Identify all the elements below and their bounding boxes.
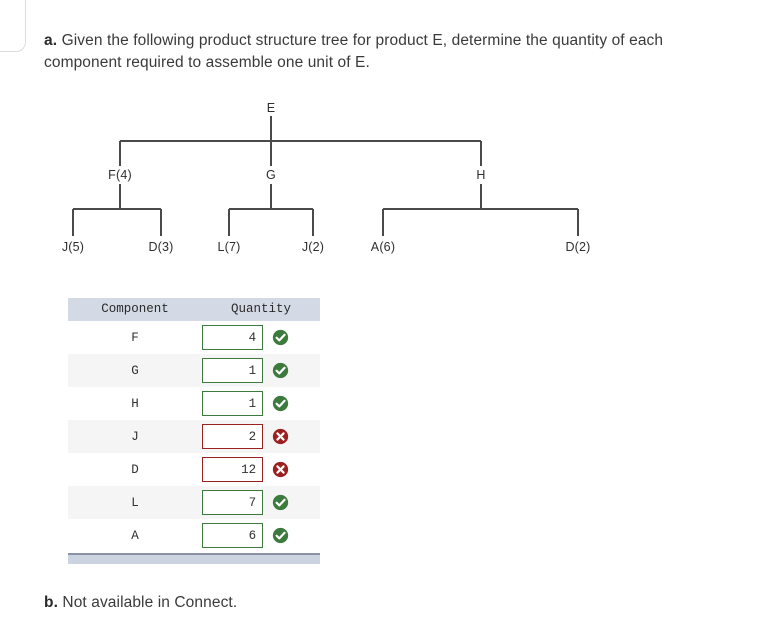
check-circle-icon (272, 329, 289, 346)
quantity-input-d[interactable] (202, 457, 264, 482)
content-panel-edge (0, 0, 26, 52)
quantity-cell (202, 387, 320, 420)
component-name-cell: F (68, 321, 203, 354)
quantity-group (202, 391, 320, 416)
quantity-cell (202, 354, 320, 387)
table-row: D (68, 453, 320, 486)
quantity-cell (202, 453, 320, 486)
tree-node-A-under-H: A(6) (371, 240, 395, 254)
table-row: H (68, 387, 320, 420)
question-b-label: b. (44, 594, 58, 611)
tree-node-D-under-H: D(2) (565, 240, 590, 254)
quantity-cell (202, 420, 320, 453)
question-a-label: a. (44, 32, 58, 49)
quantity-cell (202, 321, 320, 354)
table-row: L (68, 486, 320, 519)
component-quantity-table: Component Quantity FGHJDLA (68, 298, 320, 552)
x-circle-icon (272, 461, 289, 478)
quantity-group (202, 457, 320, 482)
table-row: F (68, 321, 320, 354)
check-circle-icon (272, 395, 289, 412)
tree-node-J-under-G: J(2) (302, 240, 324, 254)
table-row: J (68, 420, 320, 453)
quantity-group (202, 490, 320, 515)
quantity-input-f[interactable] (202, 325, 264, 350)
table-body: FGHJDLA (68, 321, 320, 552)
quantity-group (202, 523, 320, 548)
check-circle-icon (272, 527, 289, 544)
component-name-cell: J (68, 420, 203, 453)
table-row: A (68, 519, 320, 552)
quantity-input-a[interactable] (202, 523, 264, 548)
tree-node-D-under-F: D(3) (148, 240, 173, 254)
table-head: Component Quantity (68, 298, 320, 321)
check-circle-icon (272, 362, 289, 379)
question-a-text: Given the following product structure tr… (44, 32, 664, 71)
tree-node-J-under-F: J(5) (62, 240, 84, 254)
table-row: G (68, 354, 320, 387)
component-name-cell: A (68, 519, 203, 552)
quantity-group (202, 424, 320, 449)
quantity-group (202, 358, 320, 383)
quantity-cell (202, 486, 320, 519)
quantity-input-l[interactable] (202, 490, 264, 515)
tree-node-F: F(4) (108, 168, 132, 182)
question-b-text: Not available in Connect. (62, 594, 238, 611)
quantity-group (202, 325, 320, 350)
component-name-cell: G (68, 354, 203, 387)
component-name-cell: L (68, 486, 203, 519)
x-circle-icon (272, 428, 289, 445)
check-circle-icon (272, 494, 289, 511)
tree-node-G: G (266, 168, 276, 182)
tree-node-H: H (476, 168, 485, 182)
tree-node-L-under-G: L(7) (217, 240, 240, 254)
quantity-input-j[interactable] (202, 424, 264, 449)
product-structure-tree: E F(4) G H J(5) D(3) L(7) J(2) A(6) D(2) (0, 96, 772, 271)
quantity-input-g[interactable] (202, 358, 264, 383)
tree-node-E: E (267, 101, 276, 115)
question-b: b. Not available in Connect. (44, 592, 544, 614)
column-header-quantity: Quantity (202, 298, 320, 321)
column-header-component: Component (68, 298, 203, 321)
quantity-cell (202, 519, 320, 552)
component-name-cell: D (68, 453, 203, 486)
quantity-input-h[interactable] (202, 391, 264, 416)
question-a: a. Given the following product structure… (44, 30, 704, 74)
component-name-cell: H (68, 387, 203, 420)
table-footer-bar (68, 553, 320, 564)
table-header-row: Component Quantity (68, 298, 320, 321)
